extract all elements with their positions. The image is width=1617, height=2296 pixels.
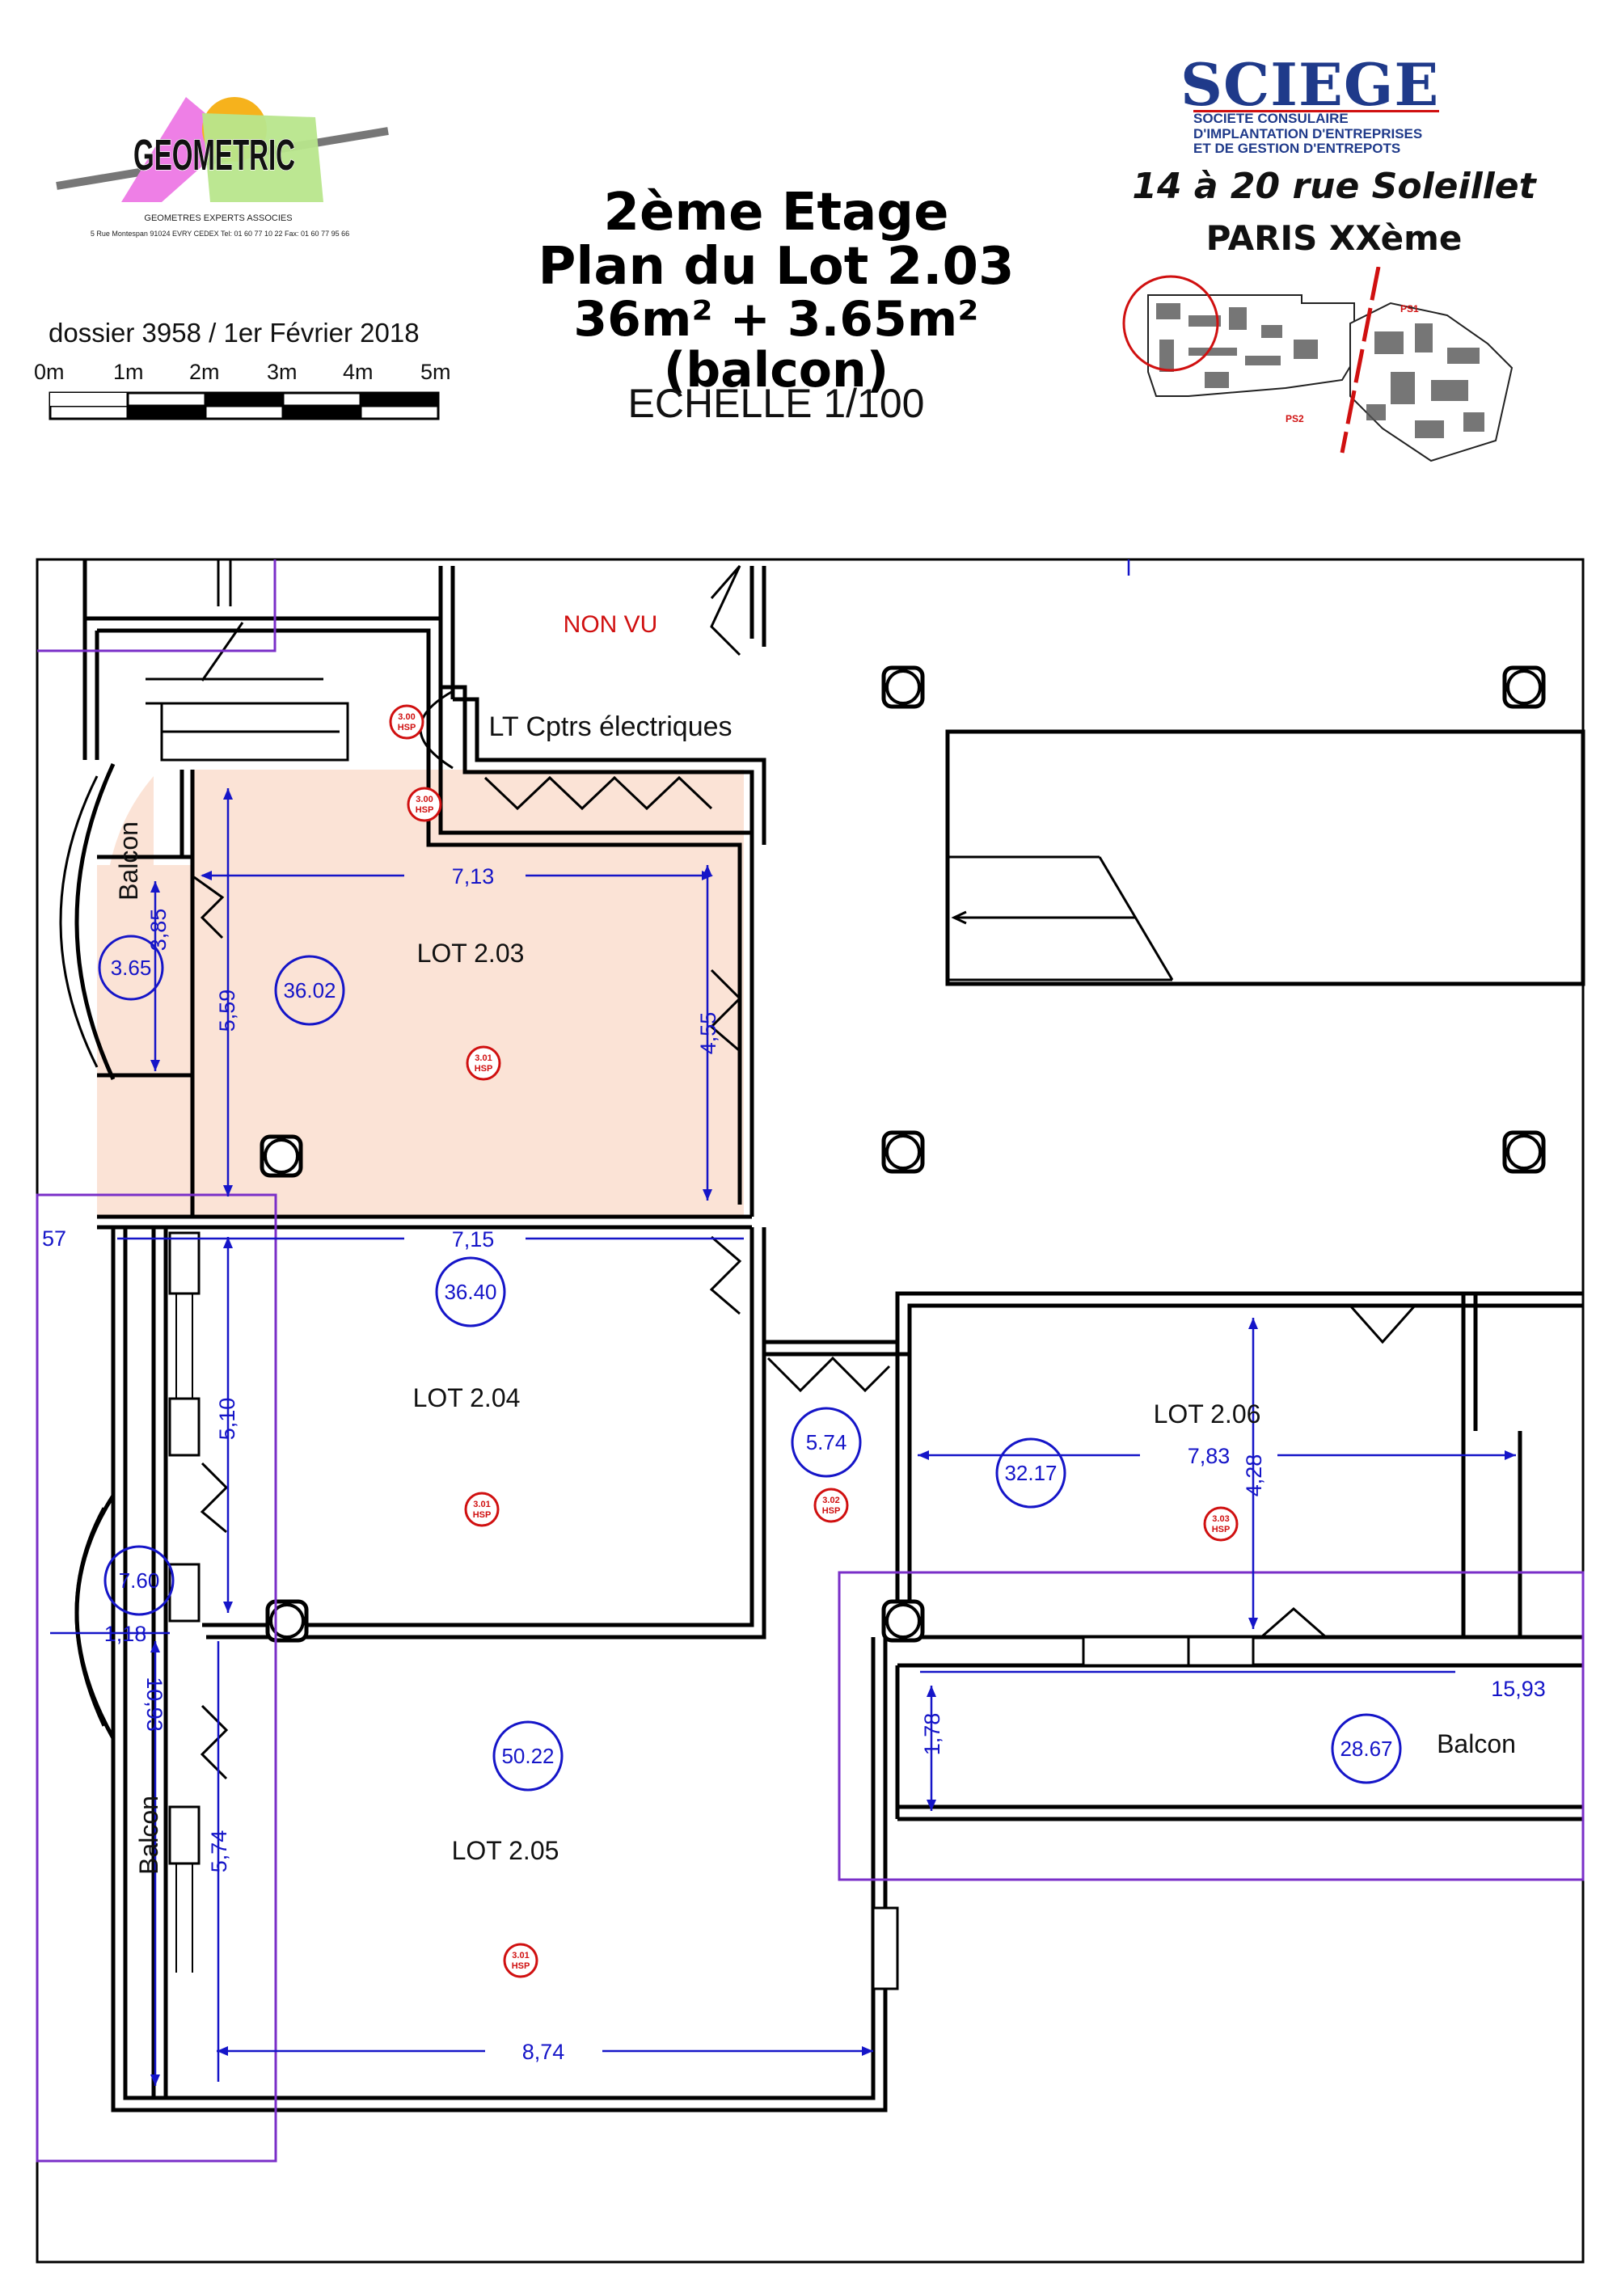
balcony-3-65-area: 3.65	[111, 956, 152, 980]
dim-5-10: 5,10	[215, 1398, 239, 1441]
hsp-markers: 3.00 HSP 3.00 HSP 3.01 HSP 3.01 HSP 3.02…	[389, 704, 1239, 1978]
key-plan-ps2: PS2	[1286, 413, 1304, 424]
svg-text:3.01: 3.01	[512, 1951, 529, 1960]
logo-green-shape	[202, 113, 323, 202]
lot-2-06-area: 32.17	[1004, 1461, 1057, 1485]
scale-tick-3: 3m	[267, 360, 298, 384]
geometric-subtitle: GEOMETRES EXPERTS ASSOCIES	[144, 213, 293, 223]
title-line-area: 36m² + 3.65m² (balcon)	[573, 291, 979, 399]
sciege-sub-line2: D'IMPLANTATION D'ENTREPRISES	[1193, 125, 1423, 141]
lt-compteurs-label: LT Cptrs électriques	[488, 711, 732, 742]
svg-text:3.01: 3.01	[473, 1500, 490, 1509]
svg-text:HSP: HSP	[1212, 1525, 1231, 1534]
scale-tick-5: 5m	[420, 360, 451, 384]
site-city: PARIS XXème	[1205, 218, 1463, 258]
scale-tick-0: 0m	[34, 360, 65, 384]
dim-4-28: 4,28	[1242, 1454, 1266, 1497]
dim-7-15: 7,15	[452, 1227, 495, 1251]
hsp-marker: 3.00 HSP	[389, 704, 424, 740]
dim-57: 57	[42, 1226, 66, 1251]
scale-bar	[49, 391, 440, 420]
dim-7-83: 7,83	[1188, 1444, 1231, 1468]
windows	[168, 1231, 1255, 1990]
title-line-floor: 2ème Etage	[603, 183, 949, 243]
key-plan-focus-circle	[1122, 275, 1219, 372]
scale-label: ECHELLE 1/100	[627, 381, 925, 426]
sciege-subtitle: SOCIETE CONSULAIRE D'IMPLANTATION D'ENTR…	[1193, 111, 1423, 157]
key-plan-ps1: PS1	[1400, 303, 1419, 314]
dimension-labels: 7,13 7,15 8,74 7,83 15,93 1,18 57 3,85 5…	[42, 864, 1546, 2064]
area-values: 36.02 3.65 36.40 5.74 32.17 7.60 50.22 2…	[111, 956, 1393, 1768]
lot-labels: LOT 2.03 LOT 2.04 LOT 2.05 LOT 2.06 Balc…	[114, 711, 1516, 1875]
dim-4-55: 4,55	[696, 1012, 720, 1055]
sciege-underline	[1193, 110, 1439, 112]
balcony-28-67-area: 28.67	[1340, 1737, 1392, 1761]
svg-text:HSP: HSP	[398, 723, 416, 732]
hsp-marker: 3.02 HSP	[813, 1488, 849, 1523]
ramp	[948, 855, 1174, 981]
svg-text:3.01: 3.01	[475, 1053, 492, 1063]
geometric-address: 5 Rue Montespan 91024 EVRY CEDEX Tel: 01…	[90, 230, 350, 238]
lot-2-05-label: LOT 2.05	[452, 1836, 559, 1865]
svg-text:HSP: HSP	[475, 1064, 493, 1074]
balcony-7-60-curve	[74, 1494, 116, 1740]
balcony-west-bottom-label: Balcon	[134, 1796, 163, 1875]
svg-text:HSP: HSP	[416, 805, 434, 815]
lot-2-03-area: 36.02	[283, 978, 336, 1002]
hsp-marker: 3.00 HSP	[407, 787, 442, 822]
scale-tick-1: 1m	[113, 360, 144, 384]
lot-2-05-area: 50.22	[501, 1744, 554, 1768]
key-plan-section-line	[1340, 267, 1381, 454]
dossier-label: dossier 3958 / 1er Février 2018	[49, 318, 420, 348]
svg-text:3.00: 3.00	[416, 795, 433, 804]
area-circles	[98, 935, 1402, 1792]
sciege-sub-line3: ET DE GESTION D'ENTREPOTS	[1193, 141, 1401, 157]
dim-5-59: 5,59	[215, 990, 239, 1032]
dim-1-18: 1,18	[104, 1622, 147, 1646]
dim-7-13: 7,13	[452, 864, 495, 888]
lot-2-04-area: 36.40	[444, 1280, 496, 1304]
svg-text:3.00: 3.00	[398, 712, 415, 722]
page-title: 2ème Etage Plan du Lot 2.03 36m² + 3.65m…	[453, 183, 1100, 399]
geometric-logo: GEOMETRIC	[56, 97, 389, 202]
non-vu-label: NON VU	[564, 611, 658, 638]
dim-8-74: 8,74	[522, 2040, 565, 2064]
purple-reference-frames	[36, 559, 1585, 2163]
doors	[193, 565, 1416, 1780]
geometric-logo-text: GEOMETRIC	[133, 131, 295, 179]
balcony-3-65-curve	[74, 762, 116, 1081]
site-address: 14 à 20 rue Soleillet	[1132, 166, 1536, 207]
dimension-arrows	[150, 788, 1516, 2086]
dim-15-93: 15,93	[1491, 1677, 1546, 1701]
lot-2-06-label: LOT 2.06	[1154, 1399, 1261, 1429]
scale-tick-2: 2m	[189, 360, 220, 384]
key-plan-thumbnail: PS1 PS2	[1122, 267, 1514, 462]
balcony-east-label: Balcon	[1437, 1729, 1516, 1758]
lot-2-04-label: LOT 2.04	[413, 1383, 521, 1412]
sciege-logo-text: SCIEGE	[1180, 50, 1440, 119]
scale-tick-4: 4m	[343, 360, 374, 384]
corridor-area: 5.74	[806, 1430, 847, 1454]
dim-10-93: 10,93	[142, 1677, 167, 1732]
lot-2-03-label: LOT 2.03	[417, 939, 525, 968]
hsp-marker: 3.03 HSP	[1203, 1506, 1239, 1542]
svg-text:HSP: HSP	[512, 1961, 530, 1971]
dimension-lines	[50, 559, 1516, 2086]
dim-1-78: 1,78	[920, 1713, 944, 1756]
dim-5-74: 5,74	[207, 1830, 231, 1873]
hsp-marker: 3.01 HSP	[503, 1943, 538, 1978]
balcony-7-60-area: 7.60	[119, 1568, 160, 1593]
balcony-west-top-label: Balcon	[114, 821, 143, 901]
hsp-marker: 3.01 HSP	[466, 1045, 501, 1081]
staircase	[146, 559, 349, 762]
sciege-sub-line1: SOCIETE CONSULAIRE	[1193, 111, 1349, 126]
hsp-marker: 3.01 HSP	[464, 1492, 500, 1527]
title-line-lot: Plan du Lot 2.03	[538, 237, 1015, 298]
svg-text:3.03: 3.03	[1212, 1514, 1229, 1524]
svg-text:HSP: HSP	[822, 1506, 841, 1516]
svg-text:HSP: HSP	[473, 1510, 492, 1520]
svg-text:3.02: 3.02	[822, 1496, 839, 1505]
